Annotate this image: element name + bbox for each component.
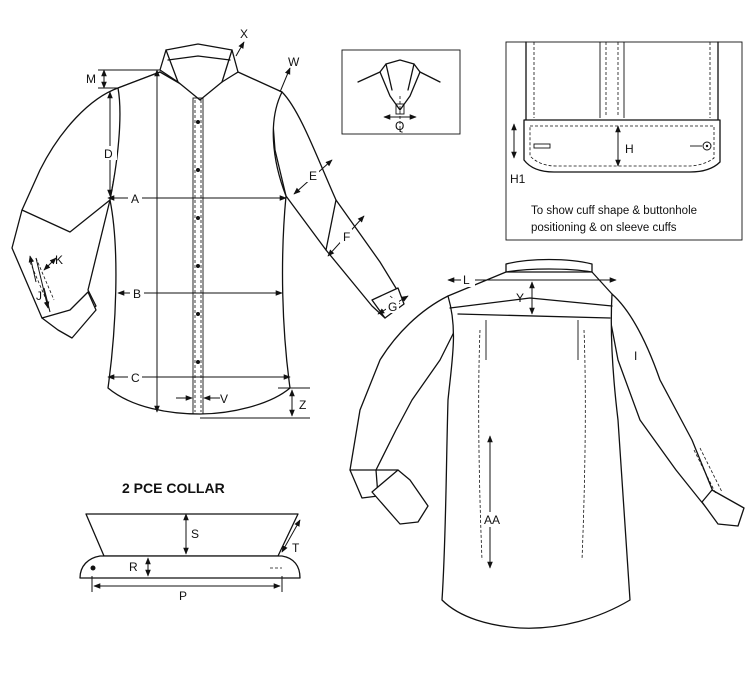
label-F: F [343, 230, 350, 244]
label-S: S [191, 527, 199, 541]
label-G: G [388, 300, 397, 314]
collar-detail-box: Q [341, 49, 461, 135]
front-left-cuff [41, 291, 97, 339]
back-dimensions: L Y I AA [447, 272, 637, 569]
cuff-note-line2: positioning & on sleeve cuffs [531, 222, 677, 234]
label-V: V [220, 392, 228, 406]
dim-line-T [281, 519, 301, 553]
cuff-shape [523, 119, 721, 173]
label-T: T [292, 541, 300, 555]
label-Z: Z [299, 398, 306, 412]
front-placket [192, 97, 204, 415]
front-dimensions: A B C D M X W E F G J K [28, 27, 409, 419]
label-D: D [104, 147, 113, 161]
label-R: R [129, 560, 138, 574]
front-body [107, 71, 291, 415]
label-H: H [625, 142, 634, 156]
label-J: J [36, 289, 42, 303]
label-H1: H1 [510, 172, 526, 186]
dim-line-K [43, 257, 57, 271]
collar-title: 2 PCE COLLAR [122, 480, 225, 496]
front-buttons [196, 120, 200, 364]
back-left-cuff [371, 469, 429, 525]
label-C: C [131, 371, 140, 385]
back-body [441, 271, 631, 629]
label-A: A [131, 192, 139, 206]
label-X: X [240, 27, 248, 41]
label-I: I [634, 349, 637, 363]
label-P: P [179, 589, 187, 603]
back-right-sleeve [609, 293, 731, 525]
cuff-detail-box: H1 H To show cuff shape & buttonhole pos… [505, 41, 743, 241]
back-right-cuff [701, 489, 745, 527]
back-collar [505, 258, 593, 273]
back-left-sleeve [349, 295, 463, 499]
label-AA: AA [484, 513, 500, 527]
label-Y: Y [516, 291, 524, 305]
label-K: K [55, 253, 63, 267]
cuff-note-line1: To show cuff shape & buttonhole [531, 205, 697, 217]
label-Q: Q [395, 119, 404, 133]
two-piece-collar: 2 PCE COLLAR S R T P [79, 480, 301, 603]
dim-line-J [35, 257, 50, 309]
label-E: E [309, 169, 317, 183]
label-W: W [288, 55, 300, 69]
collar-band [79, 555, 301, 579]
buttonhole [533, 143, 551, 149]
back-shirt [349, 258, 745, 629]
label-B: B [133, 287, 141, 301]
label-L: L [463, 273, 470, 287]
label-M: M [86, 72, 96, 86]
